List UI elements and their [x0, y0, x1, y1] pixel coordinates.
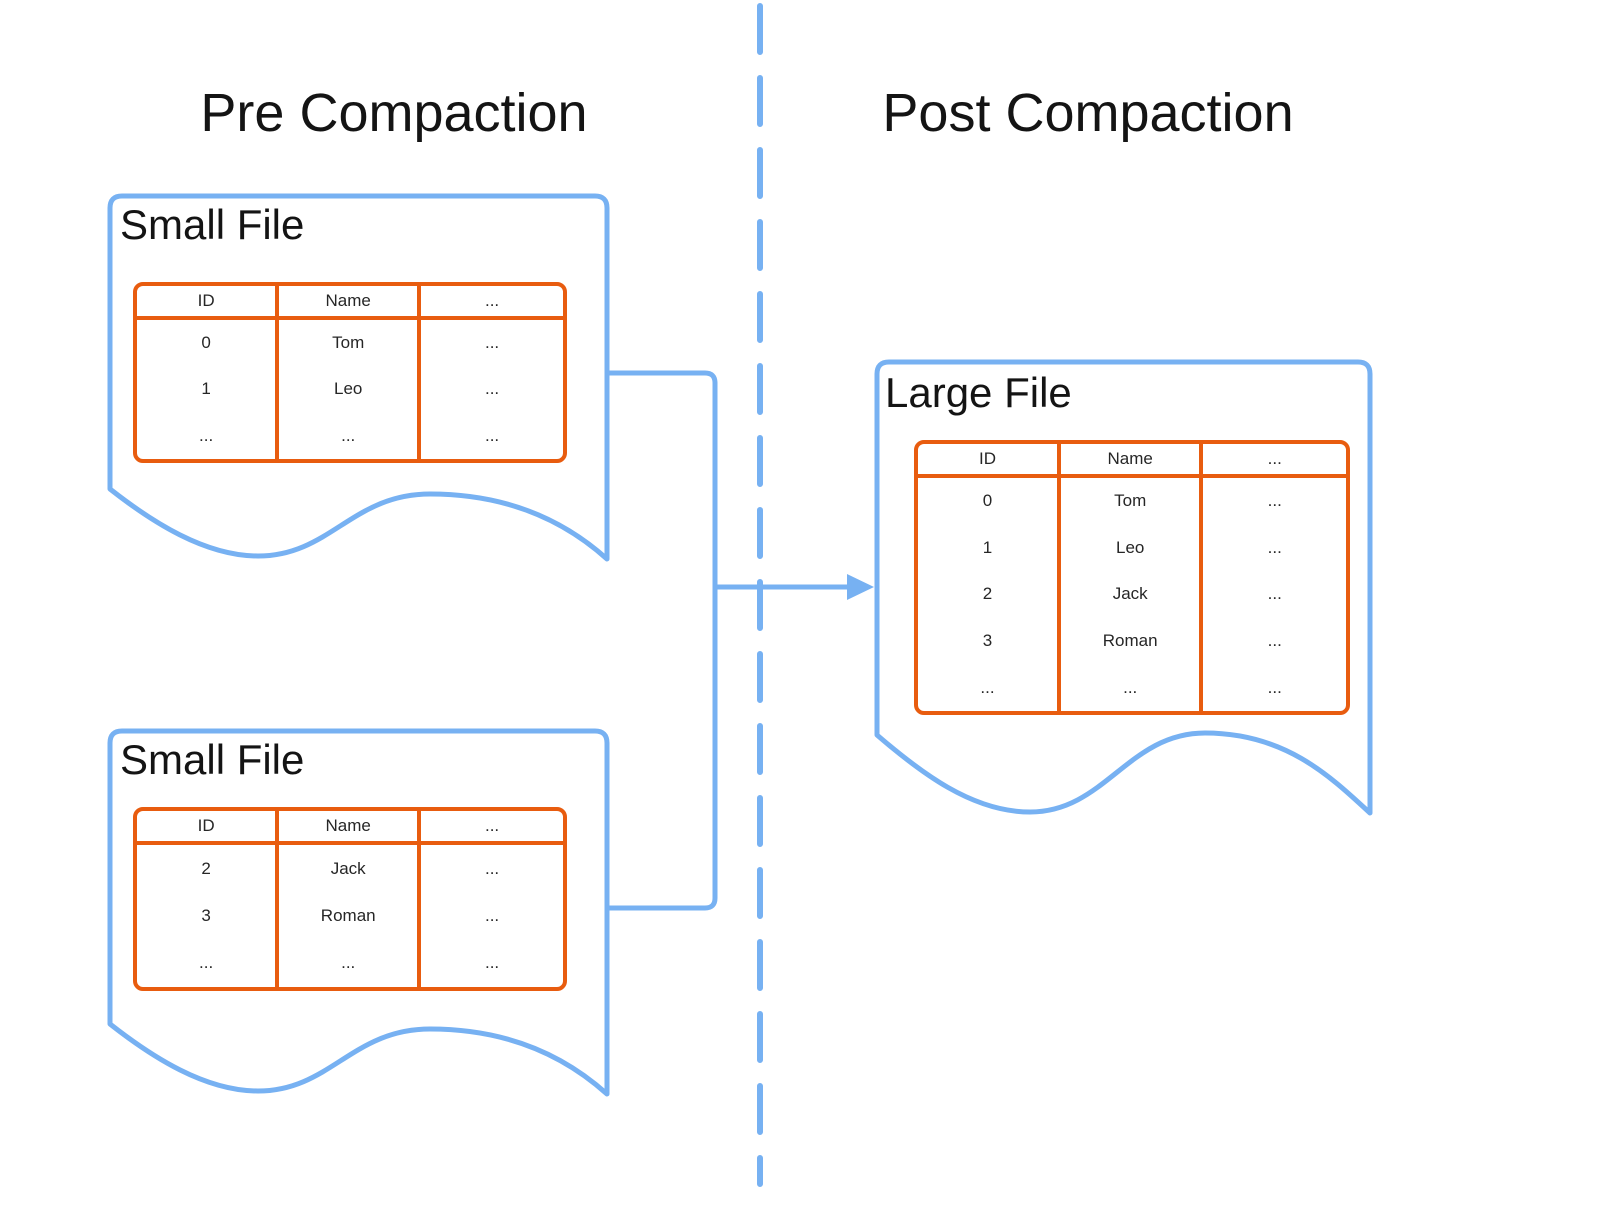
- table-cell: ...: [484, 905, 500, 925]
- column-header-id: ID: [918, 444, 1061, 478]
- large-file-label: Large File: [885, 369, 1072, 416]
- column-header-id: ID: [137, 811, 280, 845]
- table-cell: ...: [484, 425, 500, 445]
- table-row: 2 Jack ...: [137, 845, 563, 893]
- table-row: 1 Leo ...: [137, 366, 563, 413]
- column-header-more: ...: [421, 811, 563, 845]
- post-compaction-title: Post Compaction: [882, 83, 1294, 143]
- table-cell: Jack: [1061, 571, 1204, 618]
- table-row: 3 Roman ...: [918, 617, 1346, 665]
- table-cell: ...: [1267, 677, 1282, 697]
- table-cell: ...: [1267, 491, 1282, 511]
- merge-connector-line: [607, 370, 718, 911]
- table-header-row: ID Name ...: [137, 811, 563, 845]
- column-header-name: Name: [1060, 444, 1204, 478]
- table-cell: Roman: [279, 892, 422, 940]
- table-cell: 2: [918, 571, 1061, 618]
- pre-compaction-title: Pre Compaction: [200, 83, 588, 143]
- table-row: ... ... ...: [137, 412, 563, 459]
- table-row: 0 Tom ...: [918, 478, 1346, 525]
- small-file-2-table: ID Name ... 2 Jack ... 3 Roman ... ... .…: [133, 807, 567, 991]
- column-header-id: ID: [137, 286, 280, 320]
- table-cell: ...: [1267, 537, 1282, 557]
- table-cell: 2: [137, 845, 280, 893]
- small-file-2-label: Small File: [120, 736, 305, 783]
- table-row: 3 Roman ...: [137, 892, 563, 940]
- table-cell: ...: [484, 333, 500, 353]
- small-file-1-shape: [107, 193, 610, 562]
- column-header-name: Name: [279, 811, 422, 845]
- table-cell: 0: [137, 320, 280, 367]
- column-header-name: Name: [279, 286, 422, 320]
- table-row: 0 Tom ...: [137, 320, 563, 367]
- table-cell: ...: [484, 858, 500, 878]
- small-file-1-label: Small File: [120, 201, 305, 248]
- table-cell: Jack: [279, 845, 422, 893]
- table-cell: 1: [137, 366, 280, 413]
- table-header-row: ID Name ...: [137, 286, 563, 320]
- table-row: 2 Jack ...: [918, 571, 1346, 618]
- compaction-arrowhead-icon: [847, 574, 874, 600]
- table-cell: 0: [918, 478, 1061, 525]
- table-cell: ...: [279, 412, 422, 459]
- table-cell: Tom: [1061, 478, 1204, 525]
- table-cell: 3: [918, 617, 1061, 665]
- column-header-more: ...: [1203, 444, 1346, 478]
- table-cell: ...: [1267, 584, 1282, 604]
- table-cell: Tom: [279, 320, 422, 367]
- column-header-more: ...: [421, 286, 563, 320]
- table-cell: ...: [484, 379, 500, 399]
- table-cell: ...: [918, 664, 1061, 711]
- table-cell: ...: [279, 939, 422, 987]
- table-cell: 3: [137, 892, 280, 940]
- table-cell: ...: [137, 939, 280, 987]
- small-file-1-table: ID Name ... 0 Tom ... 1 Leo ... ... ... …: [133, 282, 567, 463]
- table-header-row: ID Name ...: [918, 444, 1346, 478]
- table-cell: Leo: [1061, 524, 1204, 572]
- table-cell: ...: [1061, 664, 1204, 711]
- table-row: 1 Leo ...: [918, 524, 1346, 572]
- table-cell: Roman: [1061, 617, 1204, 665]
- table-cell: ...: [484, 953, 500, 973]
- small-file-2-shape: [107, 728, 610, 1097]
- table-cell: ...: [137, 412, 280, 459]
- table-row: ... ... ...: [137, 939, 563, 987]
- large-file-table: ID Name ... 0 Tom ... 1 Leo ... 2 Jack .…: [914, 440, 1350, 715]
- table-row: ... ... ...: [918, 664, 1346, 711]
- table-cell: ...: [1267, 631, 1282, 651]
- table-cell: 1: [918, 524, 1061, 572]
- table-cell: Leo: [279, 366, 422, 413]
